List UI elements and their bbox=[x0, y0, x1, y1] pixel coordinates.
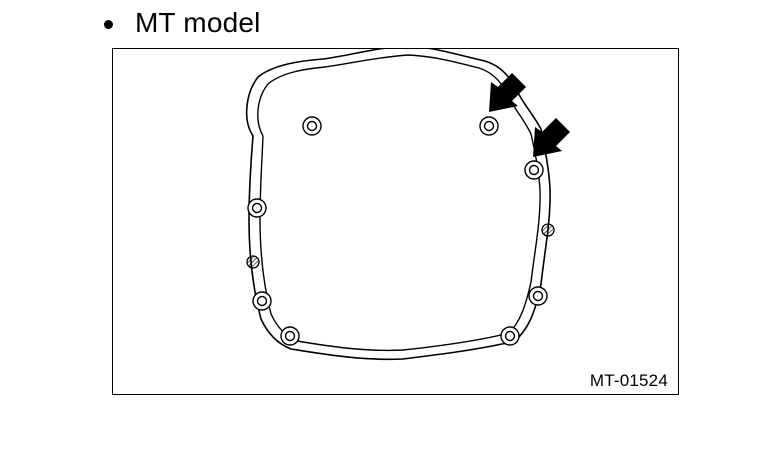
figure-frame: MT-01524 bbox=[112, 48, 679, 395]
bolt-hole-6 bbox=[528, 286, 548, 306]
dowel-pin-right bbox=[541, 223, 555, 237]
bolt-hole-4 bbox=[247, 198, 267, 218]
gasket-inner-outline bbox=[257, 54, 541, 352]
bolt-hole-8 bbox=[500, 326, 520, 346]
bullet-icon bbox=[104, 19, 113, 29]
callout-arrow-2 bbox=[533, 118, 570, 157]
bolt-hole-2 bbox=[479, 116, 499, 136]
section-heading: MT model bbox=[104, 3, 261, 43]
bolt-hole-3 bbox=[524, 160, 544, 180]
bolt-hole-7 bbox=[280, 326, 300, 346]
bolt-holes bbox=[247, 116, 548, 346]
callout-arrows bbox=[489, 73, 570, 157]
dowel-pins bbox=[246, 223, 555, 269]
gasket-diagram bbox=[245, 49, 570, 361]
heading-text: MT model bbox=[135, 7, 261, 38]
callout-arrow-1 bbox=[489, 73, 526, 112]
figure-code: MT-01524 bbox=[589, 371, 668, 390]
bolt-hole-1 bbox=[302, 116, 322, 136]
bolt-hole-5 bbox=[252, 291, 272, 311]
gasket-outer-outline bbox=[245, 49, 551, 361]
dowel-pin-left bbox=[246, 255, 260, 269]
